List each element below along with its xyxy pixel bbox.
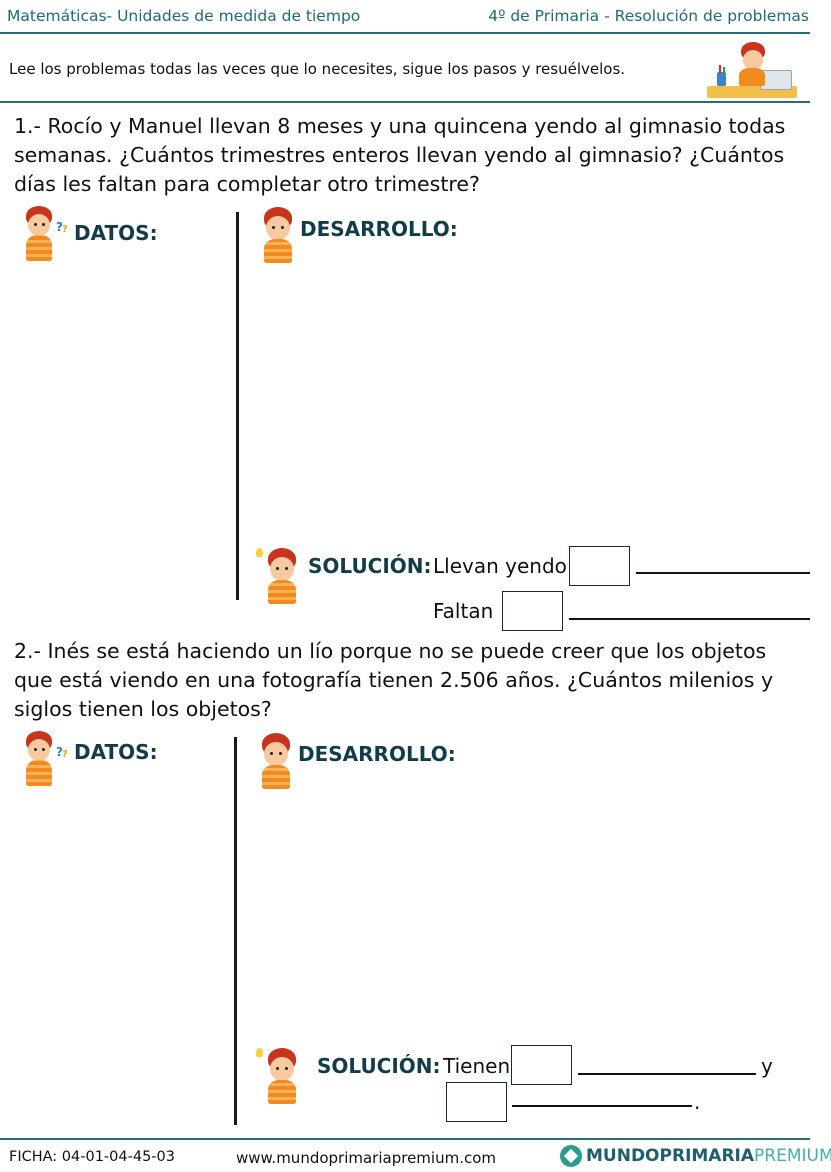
datos-label-2: DATOS: — [74, 740, 158, 764]
pondering-boy-icon — [256, 733, 296, 789]
footer-ficha: FICHA: 04-01-04-45-03 — [9, 1149, 175, 1165]
header-subject: Matemáticas- Unidades de medida de tiemp… — [7, 7, 361, 25]
answer-line-1b[interactable] — [569, 618, 810, 620]
header-level: 4º de Primaria - Resolución de problemas — [488, 7, 809, 25]
answer-box-2b[interactable] — [446, 1082, 507, 1122]
idea-boy-icon — [256, 1046, 302, 1104]
answer-box-2a[interactable] — [511, 1045, 572, 1085]
instructions: Lee los problemas todas las veces que lo… — [9, 60, 626, 78]
solucion-1-text-faltan: Faltan — [433, 599, 494, 623]
thinking-boy-icon: ? ? — [16, 206, 70, 262]
solucion-label-1: SOLUCIÓN: — [308, 554, 432, 578]
divider-line-2 — [234, 737, 237, 1125]
answer-line-1a[interactable] — [636, 572, 810, 574]
thinking-boy-icon: ? ? — [16, 731, 70, 787]
mundo-primaria-logo: MUNDO PRIMARIA PREMIUM — [560, 1145, 831, 1167]
idea-boy-icon — [256, 546, 302, 604]
logo-mark-icon — [560, 1145, 582, 1167]
pondering-boy-icon — [258, 207, 298, 263]
logo-text-primaria: PRIMARIA — [659, 1146, 755, 1166]
footer-rule — [0, 1138, 810, 1140]
logo-text-premium: PREMIUM — [754, 1146, 831, 1166]
datos-label-1: DATOS: — [74, 221, 158, 245]
answer-box-1a[interactable] — [569, 546, 630, 586]
answer-line-2a[interactable] — [578, 1073, 756, 1075]
footer-url-link[interactable]: www.mundoprimariapremium.com — [236, 1149, 496, 1167]
section-rule-top — [0, 101, 810, 103]
solucion-1-text-llevan: Llevan yendo — [433, 554, 567, 578]
problem-1-statement: 1.- Rocío y Manuel llevan 8 meses y una … — [14, 114, 786, 196]
answer-box-1b[interactable] — [502, 591, 563, 631]
desarrollo-label-1: DESARROLLO: — [300, 217, 458, 241]
solucion-2-end: . — [694, 1090, 701, 1114]
solucion-2-connector: y — [761, 1054, 773, 1078]
boy-at-desk-illustration — [705, 38, 800, 100]
answer-line-2b[interactable] — [512, 1105, 692, 1107]
divider-line-1 — [236, 212, 239, 600]
solucion-label-2: SOLUCIÓN: — [317, 1054, 441, 1078]
solucion-2-text-tienen: Tienen — [443, 1054, 511, 1078]
desarrollo-label-2: DESARROLLO: — [298, 742, 456, 766]
header-rule — [0, 32, 810, 34]
logo-text-mundo: MUNDO — [586, 1146, 660, 1166]
problem-2-statement: 2.- Inés se está haciendo un lío porque … — [14, 639, 774, 721]
